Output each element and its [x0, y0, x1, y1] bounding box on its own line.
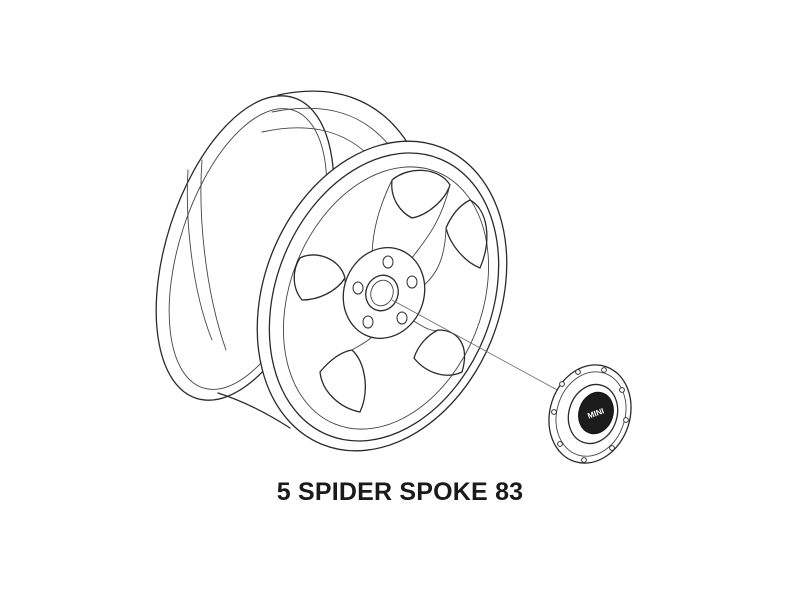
lug-hole-3: [396, 311, 408, 325]
center-bore: [365, 274, 399, 312]
center-bore-inner: [370, 279, 394, 307]
cap-tab-3: [619, 387, 625, 393]
cap-tab-4: [623, 417, 629, 423]
spoke-window-5: [293, 254, 346, 301]
alloy-wheel-icon: [155, 90, 508, 452]
front-rim-lip: [268, 152, 500, 442]
spoke-arm-3: [411, 319, 439, 331]
barrel-groove-left-2: [200, 159, 227, 351]
leader-line: [391, 299, 573, 399]
cap-tab-7: [557, 441, 563, 447]
cap-logo-badge: [578, 391, 614, 435]
diagram-caption: 5 SPIDER SPOKE 83: [276, 478, 524, 506]
spoke-arm-1: [371, 179, 393, 259]
cap-tab-9: [559, 381, 565, 387]
cap-rim: [555, 371, 627, 457]
lug-hole-1: [382, 255, 394, 269]
spoke-arm-1b: [411, 184, 451, 259]
barrel-groove-left-1: [186, 169, 213, 341]
cap-inner-ring: [567, 383, 619, 445]
spoke-window-1: [391, 169, 451, 219]
barrel-bottom-edge: [217, 392, 291, 429]
cap-tab-8: [551, 409, 557, 415]
spoke-window-2: [445, 199, 488, 269]
cap-tab-1: [575, 369, 581, 375]
center-cap-icon: MINI: [548, 364, 632, 464]
cap-tab-6: [581, 457, 587, 463]
spoke-window-3: [413, 329, 466, 376]
barrel-top-edge: [277, 90, 413, 151]
lug-hole-2: [406, 275, 418, 289]
cap-tab-2: [601, 367, 607, 373]
lug-hole-5: [352, 281, 364, 295]
lug-hole-4: [362, 315, 374, 329]
spoke-window-4: [319, 349, 366, 413]
cap-tab-5: [609, 445, 615, 451]
